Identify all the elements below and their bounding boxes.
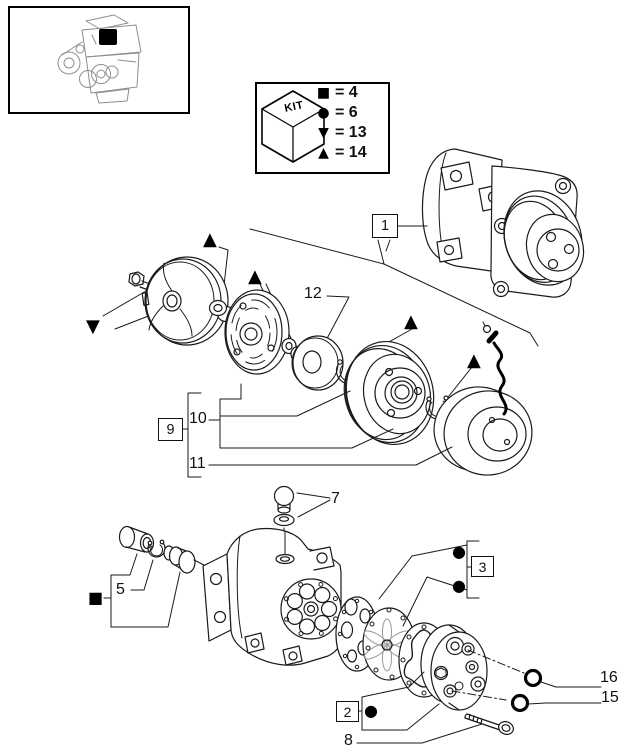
dot-icon: ● (364, 701, 378, 720)
kit-9-bracket-and-leaders (179, 383, 453, 478)
kit-3-leaders (378, 540, 480, 627)
square-icon: ■ (88, 588, 104, 607)
legend-row: ▲ = 14 (315, 143, 367, 163)
engine-thumbnail-drawing (57, 14, 142, 104)
kit-legend: ■ = 4 ● = 6 ▼ = 13 ▲ = 14 (315, 83, 367, 163)
triangle-up-icon: ▲ (404, 311, 418, 332)
highlighted-location-block (99, 29, 117, 45)
kit-2-leaders (355, 671, 440, 731)
callout-3-valve-kit[interactable]: 3 (471, 556, 494, 577)
compressor-assembly (421, 148, 585, 298)
square-icon: ■ (316, 85, 331, 101)
callout-1-compressor[interactable]: 1 (372, 214, 398, 238)
engine-location-thumbnail-frame (8, 6, 190, 114)
legend-value: = 4 (335, 84, 358, 101)
triangle-down-icon: ▼ (318, 125, 329, 141)
legend-value: = 6 (335, 104, 358, 121)
triangle-up-icon: ▲ (467, 350, 481, 371)
drive-pulley (343, 340, 435, 446)
callout-9-clutch-kit[interactable]: 9 (158, 418, 183, 441)
legend-row: ▼ = 13 (315, 123, 367, 143)
dot-icon: ● (452, 576, 466, 595)
kit-legend-frame (255, 82, 390, 174)
shaft-plug (163, 545, 205, 574)
o-ring-15 (510, 693, 530, 713)
rear-head (420, 624, 488, 711)
callout-7-cap[interactable]: 7 (331, 490, 340, 507)
through-bolt (356, 713, 514, 744)
legend-value: = 14 (335, 144, 367, 161)
triangle-up-icon: ▲ (203, 229, 217, 250)
kit-cube-icon (261, 90, 325, 163)
callout-10-pulley[interactable]: 10 (189, 410, 207, 427)
snap-ring-small (147, 539, 166, 558)
callout-12-shim[interactable]: 12 (304, 285, 322, 302)
triangle-down-icon: ▼ (86, 316, 100, 337)
o-ring-lines (451, 649, 602, 713)
legend-row: ● = 6 (315, 103, 367, 123)
callout-5-plug[interactable]: 5 (116, 581, 125, 598)
sleeve-bushing (118, 525, 155, 553)
field-coil (433, 321, 533, 476)
kit-5-leaders (103, 553, 181, 628)
triangle-up-icon: ▲ (318, 145, 329, 161)
dot-icon: ● (452, 542, 466, 561)
dot-icon: ● (317, 105, 330, 121)
callout-15-o-ring[interactable]: 15 (601, 689, 619, 706)
legend-value: = 13 (335, 124, 367, 141)
clutch-hub-plate (224, 289, 290, 375)
callout-2-gasket-kit[interactable]: 2 (336, 701, 359, 722)
callout-8-bolt[interactable]: 8 (344, 732, 353, 749)
shim-washer (291, 335, 344, 391)
callout-16-o-ring[interactable]: 16 (600, 669, 618, 686)
legend-row: ■ = 4 (315, 83, 367, 103)
o-ring-16 (523, 668, 543, 688)
compressor-body (202, 527, 342, 666)
triangle-up-icon: ▲ (248, 266, 262, 287)
callout-11-coil[interactable]: 11 (189, 455, 206, 472)
callout-1-leader-lines (249, 225, 539, 347)
